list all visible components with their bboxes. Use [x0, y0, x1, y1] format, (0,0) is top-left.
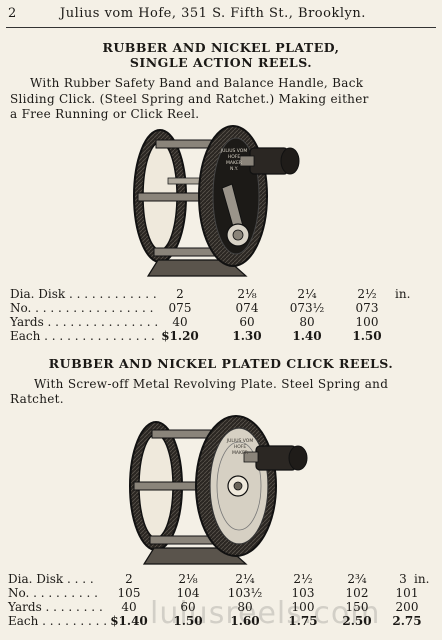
table-row: Yards . . . . . . . . . . . . . . . 40 6…: [10, 315, 430, 330]
row-label-dia-disk: Dia. Disk . . . .: [8, 572, 94, 586]
table-cell: 073: [355, 301, 379, 315]
table-cell: 2⅛: [178, 572, 198, 586]
section1-desc-line2: Sliding Click. (Steel Spring and Ratchet…: [10, 92, 369, 106]
table-cell: $1.40: [110, 614, 148, 628]
row-label-each: Each . . . . . . . . . . . . . . .: [10, 329, 155, 343]
row-label-yards: Yards . . . . . . . .: [8, 600, 103, 614]
table-cell: 104: [176, 586, 200, 600]
table-cell: 60: [239, 315, 255, 329]
table-cell: 3: [399, 572, 407, 586]
section1-desc-line1: With Rubber Safety Band and Balance Hand…: [30, 76, 364, 90]
section2-title: RUBBER AND NICKEL PLATED CLICK REELS.: [48, 356, 394, 371]
table-cell: 150: [345, 600, 369, 614]
table-cell: 105: [117, 586, 141, 600]
section1-desc-line3: a Free Running or Click Reel.: [10, 107, 200, 121]
table-row: Yards . . . . . . . . 40 60 80 100 150 2…: [8, 600, 438, 615]
click-reel-illustration: JULIUS VOM HOFE MAKER: [129, 415, 308, 565]
section1-title-line1: RUBBER AND NICKEL PLATED,: [102, 40, 340, 55]
maker-stamp: JULIUS VOM: [220, 148, 248, 154]
maker-stamp: HOFE: [228, 154, 241, 160]
table-cell: 2¼: [297, 287, 317, 301]
table-row: No. . . . . . . . . . 105 104 103½ 103 1…: [8, 586, 438, 601]
table-cell: 1.50: [352, 329, 382, 343]
table-cell: 2⅛: [237, 287, 257, 301]
publisher-line: Julius vom Hofe, 351 S. Fifth St., Brook…: [60, 6, 366, 21]
single-action-reel-illustration: JULIUS VOM HOFE MAKER N.Y.: [133, 125, 300, 277]
maker-stamp: MAKER: [226, 160, 242, 166]
table-cell: 1.30: [232, 329, 262, 343]
section2-spec-table: Dia. Disk . . . . 2 2⅛ 2¼ 2½ 2¾ 3 in. No…: [8, 572, 438, 634]
table-cell: $1.20: [161, 329, 199, 343]
table-cell: 40: [121, 600, 137, 614]
table-cell: 074: [235, 301, 259, 315]
table-cell: 2½: [357, 287, 377, 301]
table-cell: 2: [176, 287, 184, 301]
table-cell: 2¾: [347, 572, 367, 586]
table-row: No. . . . . . . . . . . . . . . . . 075 …: [10, 301, 430, 316]
header-rule: [6, 27, 436, 28]
table-cell: 1.60: [230, 614, 260, 628]
table-row: Dia. Disk . . . . 2 2⅛ 2¼ 2½ 2¾ 3 in.: [8, 572, 438, 587]
table-cell: 073½: [289, 301, 325, 315]
table-cell: 80: [237, 600, 253, 614]
table-cell: 100: [291, 600, 315, 614]
table-cell: 2¼: [235, 572, 255, 586]
section1-spec-table: Dia. Disk . . . . . . . . . . . . 2 2⅛ 2…: [10, 287, 430, 347]
table-cell: 101: [395, 586, 419, 600]
table-row: Dia. Disk . . . . . . . . . . . . 2 2⅛ 2…: [10, 287, 430, 302]
table-cell: 2½: [293, 572, 313, 586]
table-cell: 2.75: [392, 614, 422, 628]
unit-label: in.: [414, 572, 430, 586]
table-cell: 2.50: [342, 614, 372, 628]
table-cell: 103: [291, 586, 315, 600]
table-cell: 103½: [227, 586, 263, 600]
table-cell: 100: [355, 315, 379, 329]
maker-stamp: MAKER: [232, 450, 248, 456]
table-cell: 200: [395, 600, 419, 614]
table-cell: 075: [168, 301, 192, 315]
row-label-number: No. . . . . . . . . .: [8, 586, 98, 600]
row-label-yards: Yards . . . . . . . . . . . . . . .: [10, 315, 159, 329]
row-label-number: No. . . . . . . . . . . . . . . . .: [10, 301, 154, 315]
reel-foot: [146, 259, 248, 277]
watermark: lulusreels.com: [150, 596, 381, 631]
table-cell: 102: [345, 586, 369, 600]
table-cell: 1.75: [288, 614, 318, 628]
unit-label: in.: [395, 287, 411, 301]
table-cell: 40: [172, 315, 188, 329]
maker-stamp: HOFE: [234, 444, 247, 450]
table-cell: 2: [125, 572, 133, 586]
maker-stamp: N.Y.: [230, 166, 238, 172]
table-cell: 1.40: [292, 329, 322, 343]
table-cell: 1.50: [173, 614, 203, 628]
section2-desc-line2: Ratchet.: [10, 392, 64, 406]
row-label-each: Each . . . . . . . . .: [8, 614, 108, 628]
table-row: Each . . . . . . . . . $1.40 1.50 1.60 1…: [8, 614, 438, 629]
row-label-dia-disk: Dia. Disk . . . . . . . . . . . .: [10, 287, 157, 301]
page-header: 2 Julius vom Hofe, 351 S. Fifth St., Bro…: [0, 0, 442, 28]
page-number: 2: [8, 6, 17, 21]
section1-title-line2: SINGLE ACTION REELS.: [129, 55, 313, 70]
table-cell: 80: [299, 315, 315, 329]
section2-desc-line1: With Screw-off Metal Revolving Plate. St…: [34, 377, 389, 391]
table-cell: 60: [180, 600, 196, 614]
maker-stamp: JULIUS VOM: [226, 438, 254, 444]
table-row: Each . . . . . . . . . . . . . . . $1.20…: [10, 329, 430, 344]
